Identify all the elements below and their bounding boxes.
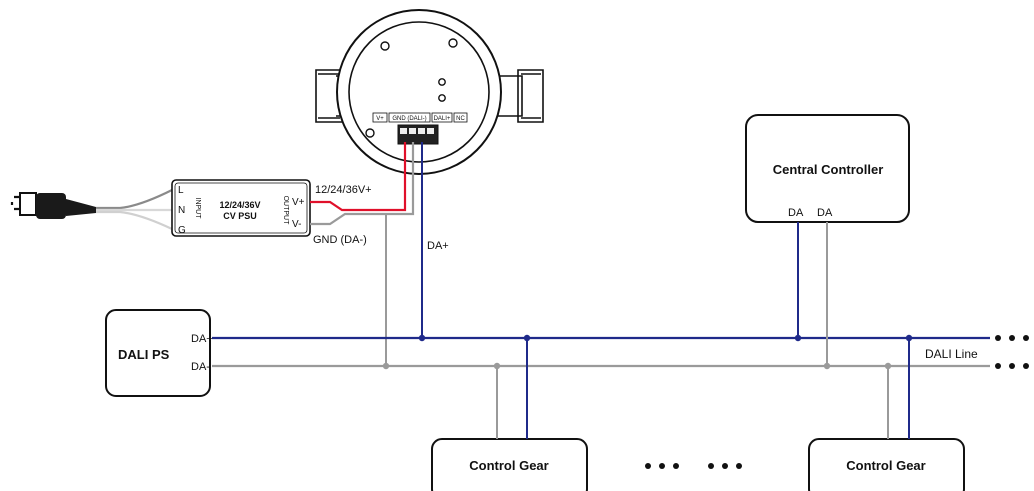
dali-ps-title: DALI PS xyxy=(118,347,170,362)
sensor-screw-hole xyxy=(380,41,390,51)
terminal-label-dali: DALI+ xyxy=(434,116,451,122)
supply-positive-label: 12/24/36V+ xyxy=(315,184,372,196)
mains-plug xyxy=(10,192,96,219)
ceiling-sensor: V+ GND (DALI-) DALI+ NC xyxy=(315,9,544,175)
psu-input-label: INPUT xyxy=(194,198,201,220)
mains-wires xyxy=(96,189,173,230)
da-plus-wire-label: DA+ xyxy=(427,240,449,252)
terminal-label-vplus: V+ xyxy=(376,116,384,122)
dali-ps: DALI PS DA+ DA- xyxy=(105,309,213,397)
psu-pin-vplus: V+ xyxy=(292,197,305,208)
psu-output-wires xyxy=(310,142,415,226)
dali-ps-out-plus: DA+ xyxy=(191,333,213,345)
junction-dots xyxy=(382,334,913,370)
control-gear-2: Control Gear xyxy=(808,438,965,491)
psu-label-voltage: 12/24/36V xyxy=(219,200,260,210)
psu-pin-l: L xyxy=(178,185,184,196)
terminal-block xyxy=(397,124,439,145)
gnd-label: GND (DA-) xyxy=(313,234,367,246)
control-gear-1: Control Gear xyxy=(431,438,588,491)
terminal-labels: V+ GND (DALI-) DALI+ NC xyxy=(372,112,468,123)
psu-output-label: OUTPUT xyxy=(282,196,289,226)
bus-continuation-dots xyxy=(995,335,1029,369)
psu-pin-g: G xyxy=(178,225,186,236)
sensor-led xyxy=(438,94,446,102)
central-controller-title: Central Controller xyxy=(773,162,884,177)
dali-ps-out-minus: DA- xyxy=(191,361,210,373)
psu-pin-n: N xyxy=(178,205,185,216)
terminal-label-nc: NC xyxy=(456,116,465,122)
terminal-label-gnd: GND (DALI-) xyxy=(392,116,426,122)
sensor-screw-hole xyxy=(448,38,458,48)
control-gear-title: Control Gear xyxy=(846,458,925,473)
psu-label-type: CV PSU xyxy=(223,211,257,221)
sensor-inner-ring xyxy=(348,21,490,163)
control-gear-title: Control Gear xyxy=(469,458,548,473)
dali-line-label: DALI Line xyxy=(925,347,978,361)
central-controller: Central Controller DA DA xyxy=(745,114,910,223)
central-controller-pin-da2: DA xyxy=(817,207,833,219)
control-gear-ellipsis xyxy=(645,463,742,469)
central-controller-pin-da1: DA xyxy=(788,207,804,219)
sensor-led xyxy=(438,78,446,86)
cv-psu: L N G INPUT 12/24/36V CV PSU OUTPUT V+ V… xyxy=(171,179,311,237)
sensor-screw-hole xyxy=(365,128,375,138)
psu-pin-vminus: V- xyxy=(292,219,301,230)
